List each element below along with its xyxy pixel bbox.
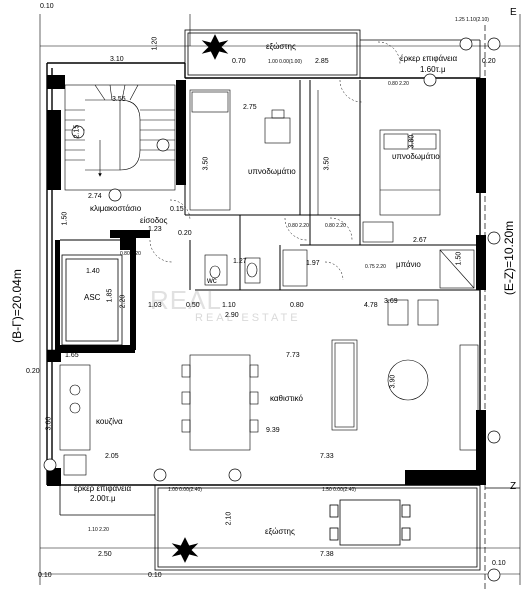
dim-label: 1.85 xyxy=(106,288,114,303)
window-tag: 1.10 2.20 xyxy=(88,527,109,533)
dim-label: 0.20 xyxy=(26,368,40,375)
dim-label: 1.20 xyxy=(151,36,159,51)
room-label-staircase: κλιμακοστάσιο xyxy=(90,204,142,213)
watermark-sub: REAL ESTATE xyxy=(195,312,301,324)
dim-label: 0.10 xyxy=(38,572,52,579)
room-label-kitchen: κουζίνα xyxy=(96,417,123,426)
dim-label: 2.67 xyxy=(413,237,427,244)
dim-label: 0.10 xyxy=(492,560,506,567)
door-tag: 0.80 2.20 xyxy=(120,251,141,257)
window-tag: 1.00 0.00(1.00) xyxy=(268,59,302,65)
room-label-bay-bottom-area: 2.00τ.μ xyxy=(90,494,116,503)
room-label-top-balcony: εξώστης xyxy=(266,42,296,51)
door-tag: 0.80 2.20 xyxy=(388,81,409,87)
dim-label: 9.39 xyxy=(266,427,280,434)
dim-label: 2.15 xyxy=(73,124,81,139)
window-tag: 1.00 0.00(2.40) xyxy=(168,487,202,493)
dim-label: 0.20 xyxy=(178,230,192,237)
bottom-balcony xyxy=(59,484,481,571)
dim-label: 1.03 xyxy=(148,302,162,309)
dim-label: 1.65 xyxy=(65,352,79,359)
dim-label: 1.97 xyxy=(306,260,320,267)
dim-label: 2.75 xyxy=(243,104,257,111)
dim-label: 2.85 xyxy=(315,58,329,65)
room-label-wc: wc xyxy=(207,276,217,285)
living-furniture xyxy=(181,299,479,451)
dim-label: 0.80 xyxy=(290,302,304,309)
bath-fixtures xyxy=(204,249,475,289)
dim-label: 1.23 xyxy=(148,226,162,233)
room-label-entrance: είσοδος xyxy=(140,216,168,225)
interior-walls xyxy=(60,80,480,350)
room-label-bottom-balcony: εξώστης xyxy=(265,527,295,536)
dim-label: 0.70 xyxy=(232,58,246,65)
dim-label: 4.78 xyxy=(364,302,378,309)
dim-label: 1.50 xyxy=(455,251,463,266)
dim-label: 1.50 xyxy=(61,211,69,226)
dim-label: 2.05 xyxy=(105,453,119,460)
room-label-elevator: ASC xyxy=(84,293,101,302)
dim-label: 2.74 xyxy=(88,193,102,200)
dim-label: 7.73 xyxy=(286,352,300,359)
room-label-bay-top-area: 1.60τ.μ xyxy=(420,65,446,74)
dim-label: 7.38 xyxy=(320,551,334,558)
bedroom2-furniture xyxy=(317,90,441,243)
dim-label: 3.69 xyxy=(384,298,398,305)
room-label-living: καθιστικό xyxy=(270,394,303,403)
dim-label: 0.15 xyxy=(170,206,184,213)
axis-e-label: E xyxy=(510,7,517,18)
room-label-bedroom2: υπνοδωμάτιο xyxy=(392,152,440,161)
right-side-length: (Ε-Ζ)=10.20m xyxy=(502,220,517,296)
room-label-bay-top: έρκερ επιφάνεια xyxy=(400,54,458,63)
dim-label: 0.50 xyxy=(186,302,200,309)
dim-label: 3.90 xyxy=(389,374,397,389)
door-tag: 0.80 2.20 xyxy=(288,223,309,229)
dim-label: 7.33 xyxy=(320,453,334,460)
dim-label: 0.10 xyxy=(40,3,54,10)
wall-blocks xyxy=(47,75,486,486)
kitchen-counter xyxy=(47,349,135,476)
room-label-bath: μπάνιο xyxy=(396,260,421,269)
top-balcony xyxy=(184,29,481,79)
dim-label: 1.10 xyxy=(222,302,236,309)
dim-label: 3.55 xyxy=(112,96,126,103)
door-tag: 0.75 2.20 xyxy=(365,264,386,270)
dim-label: 0.20 xyxy=(482,58,496,65)
dim-label: 1.27 xyxy=(233,258,247,265)
dim-label: 2.10 xyxy=(225,511,233,526)
dim-label: 3.50 xyxy=(202,156,210,171)
window-tag: 1.50 0.00(2.40) xyxy=(322,487,356,493)
dim-label: 3.80 xyxy=(408,134,416,149)
left-side-length: (Β-Γ)=20.04m xyxy=(9,269,24,343)
axis-markers xyxy=(43,25,520,590)
staircase xyxy=(64,84,176,191)
dim-label: 0.10 xyxy=(148,572,162,579)
dim-label: 3.60 xyxy=(45,416,53,431)
watermark: REAL xyxy=(150,285,222,315)
dim-label: 1.40 xyxy=(86,268,100,275)
dim-label: 3.50 xyxy=(323,156,331,171)
room-label-bedroom1: υπνοδωμάτιο xyxy=(248,167,296,176)
dim-label: 2.50 xyxy=(98,551,112,558)
dimension-frame xyxy=(39,14,521,585)
window-tag: 1.25 1.10(2.10) xyxy=(455,17,489,23)
elevator-shaft xyxy=(61,254,123,346)
room-label-bay-bottom: έρκερ επιφάνεια xyxy=(74,484,132,493)
bedroom1-furniture xyxy=(189,89,291,211)
door-tag: 0.80 2.20 xyxy=(325,223,346,229)
dim-label: 2.90 xyxy=(225,312,239,319)
dim-label: 2.20 xyxy=(119,294,127,309)
door-swings xyxy=(149,41,401,281)
dim-label: 3.10 xyxy=(110,56,124,63)
axis-z-label: Z xyxy=(510,481,517,492)
